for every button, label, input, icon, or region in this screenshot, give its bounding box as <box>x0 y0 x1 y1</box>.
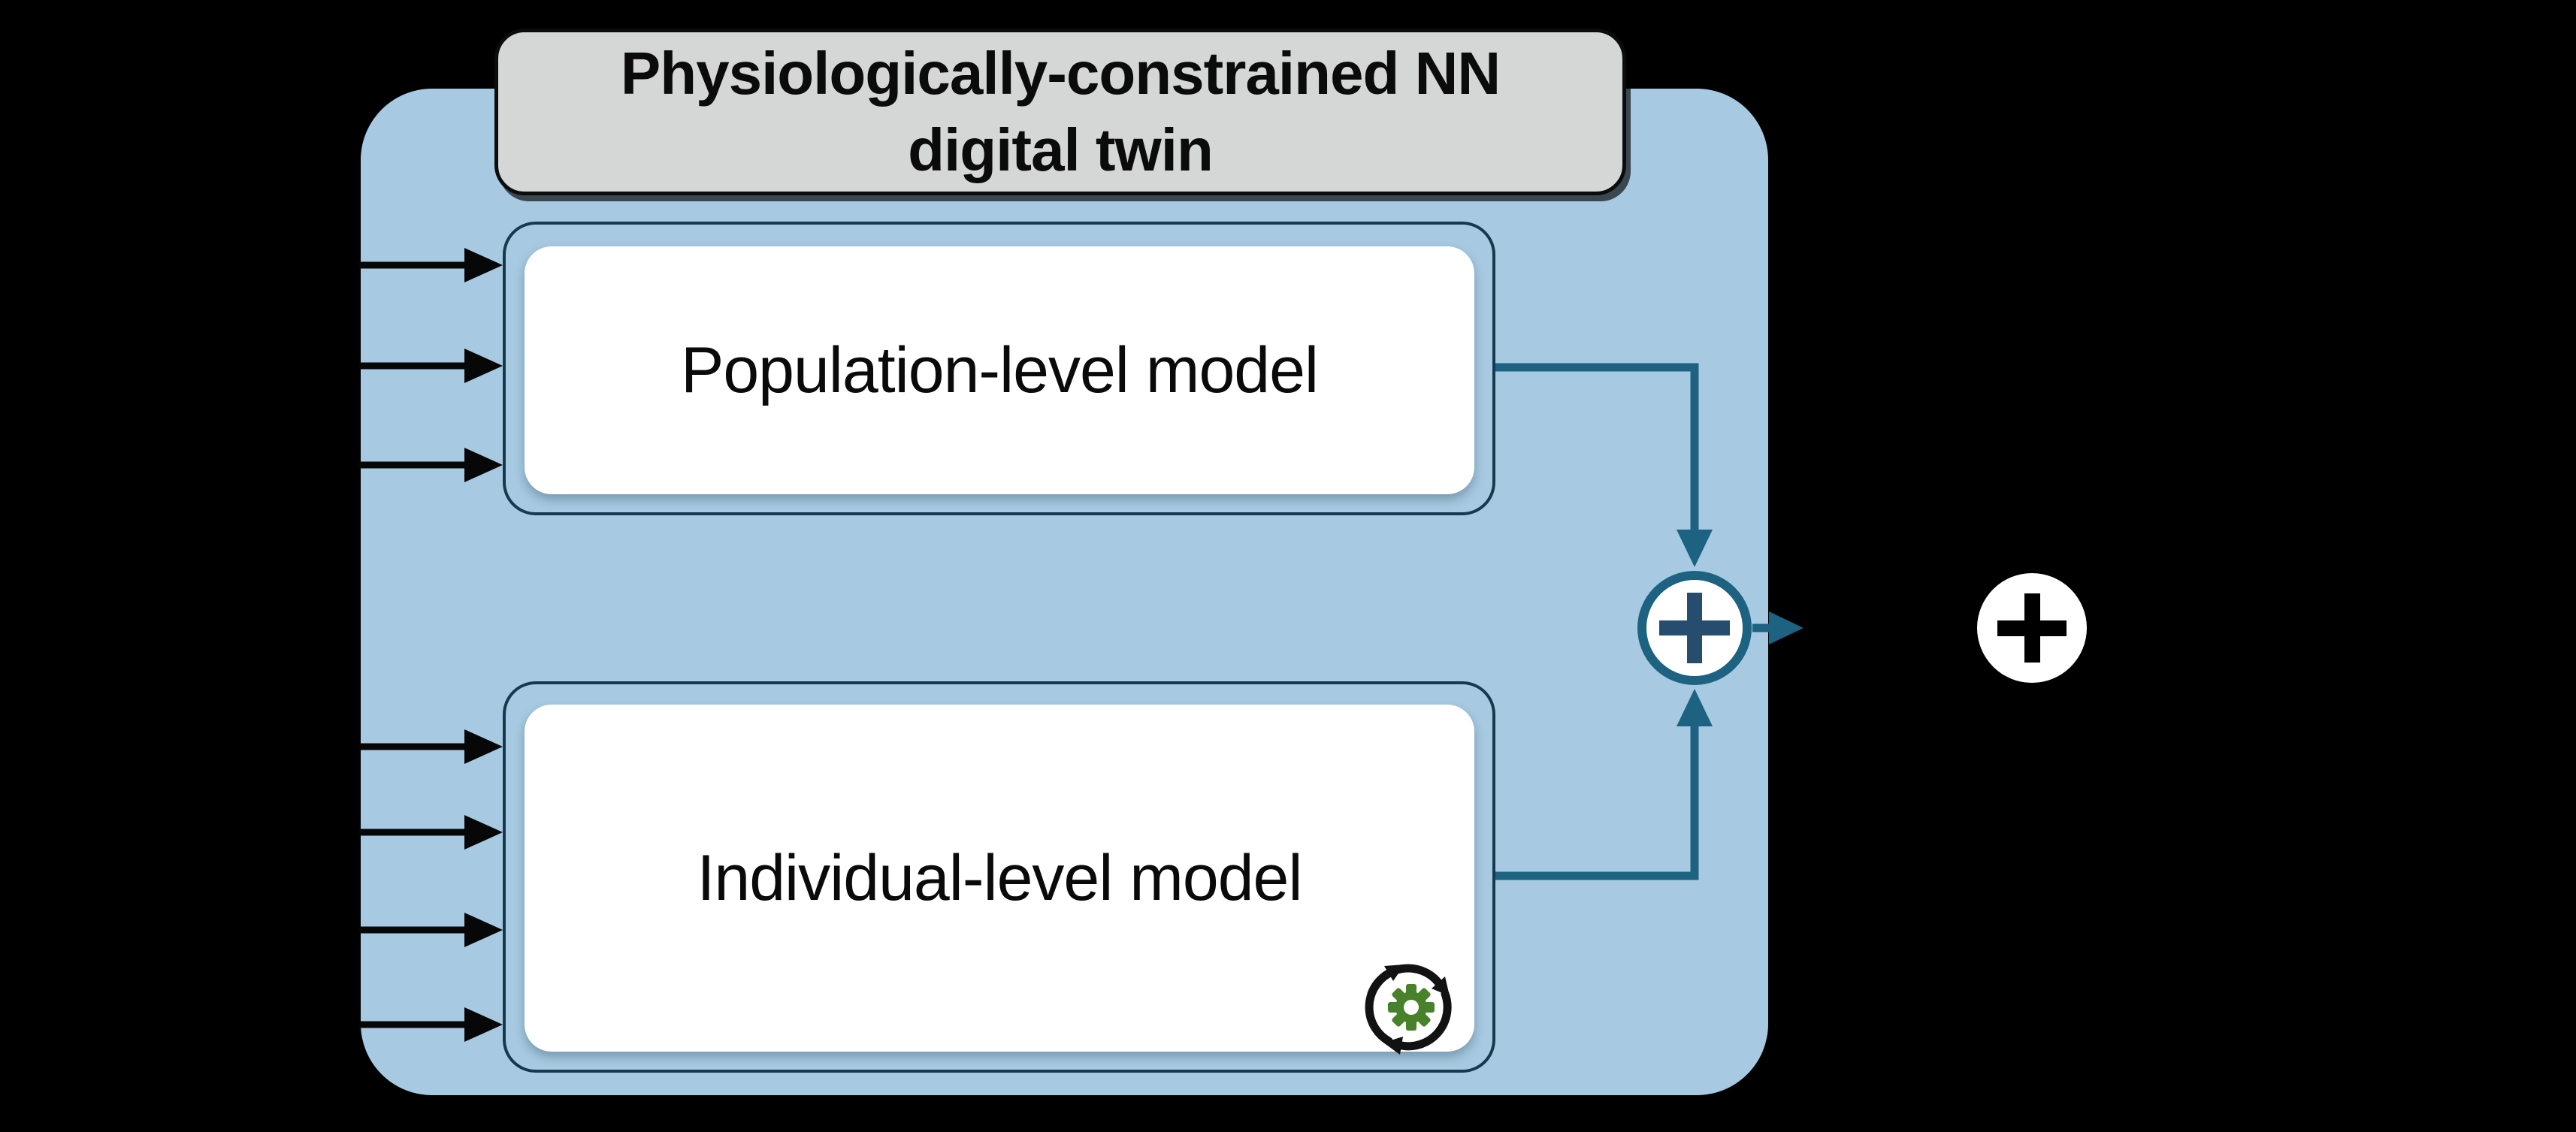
population-model-box <box>503 222 1495 515</box>
title-box: Physiologically-constrained NN digital t… <box>494 29 1626 195</box>
population-model-label: Population-level model <box>680 334 1319 406</box>
plus-icon <box>1997 593 2067 663</box>
individual-model-box <box>503 681 1495 1073</box>
individual-model-inner: Individual-level model <box>525 705 1474 1052</box>
output-plus-badge <box>1977 573 2087 683</box>
title-line-2: digital twin <box>908 116 1214 183</box>
individual-model-label: Individual-level model <box>697 841 1303 914</box>
title-line-1: Physiologically-constrained NN <box>620 39 1501 107</box>
population-model-inner: Population-level model <box>525 246 1474 494</box>
